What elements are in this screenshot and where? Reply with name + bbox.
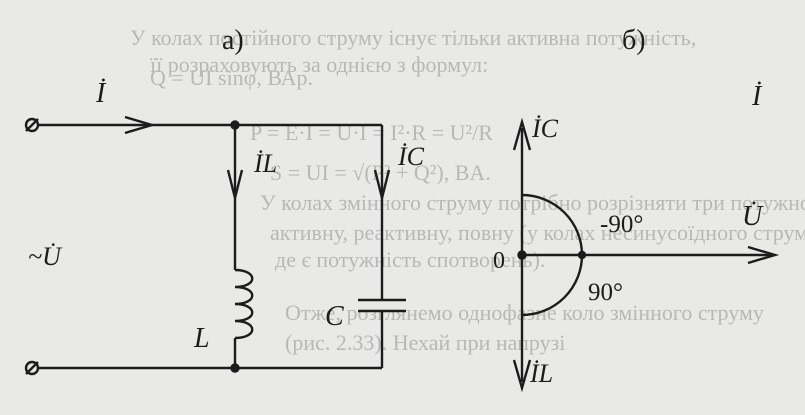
inductor-coil (234, 268, 254, 340)
angle-arc-lower (521, 254, 584, 317)
label-current-C: İC (397, 142, 425, 171)
panel-b-label: б) (622, 25, 646, 56)
terminal-bottom (24, 360, 40, 376)
ghost-line-7: активну, реактивну, повну (у колах несин… (270, 220, 805, 245)
phasor-origin-dot (517, 250, 527, 260)
bleed-through-text: У колах постійного струму існує тільки а… (130, 25, 805, 355)
terminal-bottom-slash (25, 361, 39, 375)
ghost-line-4: P = E·I = U·I = I²·R = U²/R (250, 120, 493, 145)
label-voltage-source: ~U̇ (28, 242, 63, 271)
ghost-line-9: Отже, розглянемо однофазне коло змінного… (285, 300, 764, 325)
ghost-line-3: Q = UI sinφ, ВАр. (150, 65, 313, 90)
label-phasor-origin: 0 (493, 248, 505, 274)
label-angle-upper: -90° (600, 211, 643, 238)
label-phasor-I: İ (751, 81, 763, 112)
junction-bottom (230, 363, 240, 373)
label-phasor-U: U̇ (742, 201, 764, 232)
terminal-top (24, 117, 40, 133)
phasor-arrow-IC (512, 117, 532, 151)
ghost-line-6: У колах змінного струму потрібно розрізн… (260, 190, 805, 215)
label-capacitor: C (325, 301, 344, 332)
phasor-diagram (512, 117, 780, 393)
current-arrow-total (124, 115, 157, 135)
ghost-line-10: (рис. 2.33). Нехай при напрузі (285, 330, 565, 355)
arc-end-dot (577, 250, 587, 260)
panel-a-label: а) (222, 25, 244, 56)
label-current-L: İL (253, 149, 277, 178)
current-arrow-L (226, 169, 244, 199)
label-inductor: L (193, 323, 210, 354)
ghost-line-8: де є потужність спотворень). (275, 247, 545, 272)
terminal-top-slash (25, 118, 39, 132)
phasor-arrow-IL (512, 359, 532, 393)
junction-top (230, 120, 240, 130)
label-phasor-IC: İC (531, 114, 559, 143)
label-current-total: İ (95, 78, 107, 109)
current-arrow-C (373, 169, 391, 199)
ghost-line-5: S = UI = √(P² + Q²), BA. (270, 160, 491, 185)
phasor-arrow-U (747, 245, 780, 265)
circuit-diagram (24, 115, 406, 376)
label-angle-lower: 90° (588, 279, 623, 306)
angle-arc-upper (521, 193, 584, 256)
label-phasor-IL: İL (529, 359, 553, 388)
ghost-line-2: її розраховують за однією з формул: (150, 52, 488, 77)
ghost-line-1: У колах постійного струму існує тільки а… (130, 25, 696, 50)
